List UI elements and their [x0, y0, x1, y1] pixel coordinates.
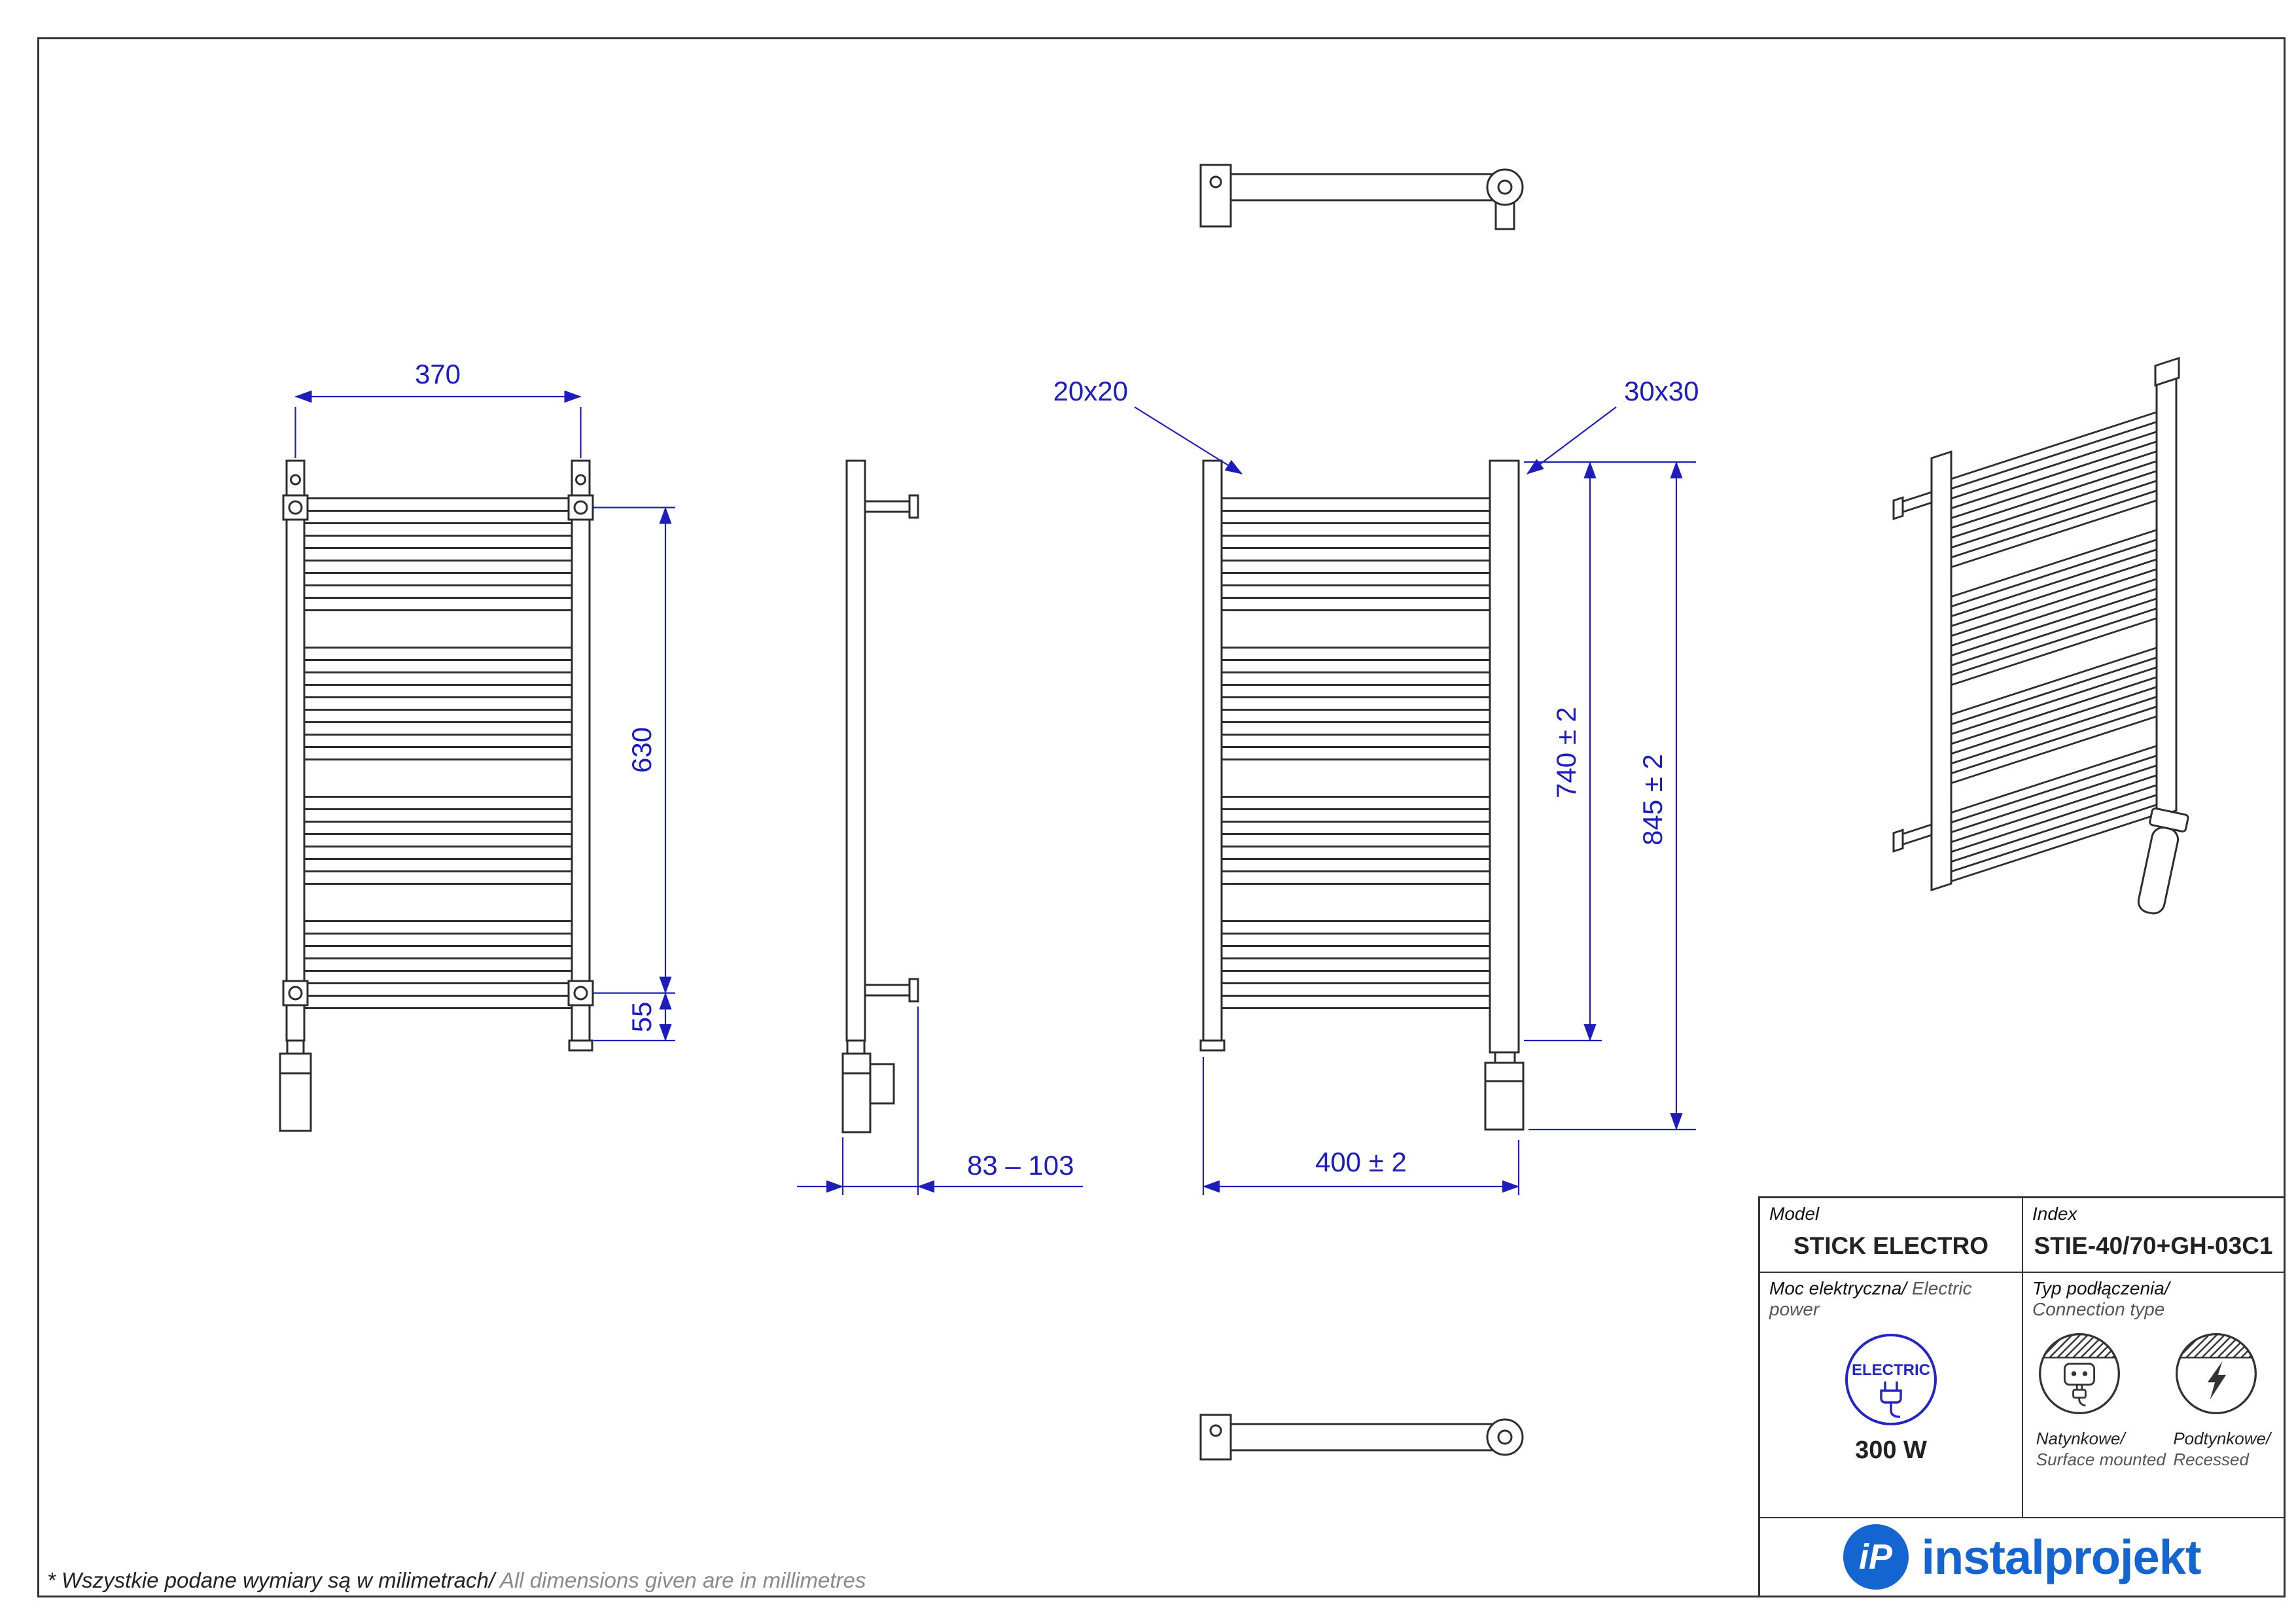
tube-foot	[568, 1039, 593, 1052]
leader-collector-profile: 30x30	[1527, 376, 1699, 474]
dim-label-wall-distance: 83 – 103	[967, 1150, 1074, 1181]
logo-monogram: iP	[1858, 1537, 1893, 1577]
dim-label-55: 55	[626, 1002, 657, 1033]
collector-tube-side	[845, 459, 866, 1042]
instalprojekt-logo-icon: iP	[1843, 1524, 1909, 1590]
tube-foot	[1199, 1039, 1226, 1052]
wall-bracket	[282, 494, 594, 1007]
side-view	[841, 459, 919, 1133]
recessed-caption-en: Recessed	[2173, 1449, 2249, 1469]
dim-total-width: 400 ± 2	[1202, 1057, 1520, 1195]
heating-element-side	[841, 1039, 895, 1133]
top-view	[1199, 164, 1524, 230]
rung-field	[1222, 497, 1490, 1009]
iso-view	[1892, 357, 2189, 915]
dim-tube-height: 740 ± 2	[1524, 461, 1696, 1042]
rail-left-3d	[1930, 450, 1952, 891]
electric-badge-text: ELECTRIC	[1852, 1361, 1930, 1379]
model-value: STICK ELECTRO	[1793, 1232, 1989, 1260]
connection-label-en: Connection type	[2032, 1299, 2165, 1320]
top-bar	[1229, 173, 1496, 202]
connection-type-cell: Typ podłączenia/ Connection type	[2023, 1273, 2284, 1517]
footnote-pl: * Wszystkie podane wymiary są w milimetr…	[47, 1568, 495, 1592]
front-view	[279, 459, 594, 1132]
title-block-head: Model STICK ELECTRO Index STIE-40/70+GH-…	[1760, 1198, 2284, 1273]
bottom-bar	[1229, 1423, 1496, 1452]
dim-label-30x30: 30x30	[1624, 376, 1699, 406]
connection-type-label: Typ podłączenia/ Connection type	[2032, 1278, 2274, 1320]
index-cell: Index STIE-40/70+GH-03C1	[2023, 1198, 2284, 1272]
surface-caption-en: Surface mounted	[2036, 1449, 2166, 1469]
bottom-view	[1199, 1414, 1524, 1461]
electric-power-label: Moc elektryczna/ Electric power	[1769, 1278, 2013, 1320]
rung-field-3d	[1951, 411, 2157, 883]
recessed-option: Podtynkowe/ Recessed	[2173, 1330, 2270, 1469]
electric-plug-icon: ELECTRIC	[1845, 1334, 1937, 1426]
drawing-frame	[37, 37, 2286, 1597]
recessed-caption: Podtynkowe/ Recessed	[2173, 1429, 2270, 1469]
leader-rung-profile: 20x20	[1053, 376, 1243, 474]
dim-bracket-span: 630 55	[593, 507, 675, 1042]
dim-total-height: 845 ± 2	[1528, 461, 1696, 1131]
vent-hole	[290, 474, 301, 486]
collector-tube-right	[1489, 459, 1520, 1054]
surface-mounted-caption: Natynkowe/ Surface mounted	[2036, 1429, 2166, 1469]
electric-power-label-en: Electric power	[1769, 1278, 1972, 1320]
surface-mounted-icon	[2038, 1333, 2120, 1415]
surface-mounted-option: Natynkowe/ Surface mounted	[2036, 1330, 2166, 1469]
power-value: 300 W	[1855, 1436, 1927, 1465]
index-value: STIE-40/70+GH-03C1	[2034, 1232, 2273, 1260]
electric-power-cell: Moc elektryczna/ Electric power ELECTRIC…	[1760, 1273, 2023, 1517]
collector-tube-left	[285, 459, 306, 1042]
collector-tube-right	[571, 459, 591, 1042]
dim-front-width: 370	[294, 359, 582, 458]
title-block: Model STICK ELECTRO Index STIE-40/70+GH-…	[1758, 1196, 2286, 1597]
connection-icons: Natynkowe/ Surface mounted	[2032, 1330, 2274, 1469]
bracket-plate	[1199, 164, 1232, 228]
wall-bracket-3d	[1892, 491, 1933, 853]
heating-element	[1484, 1051, 1525, 1131]
rung-field	[304, 497, 572, 1009]
surface-caption-pl: Natynkowe/	[2036, 1429, 2125, 1449]
footnote-en: All dimensions given are in millimetres	[499, 1568, 866, 1592]
collector-tube-left	[1202, 459, 1223, 1042]
front-view-dimensioned	[1199, 459, 1525, 1131]
electric-power-label-pl: Moc elektryczna/	[1769, 1278, 1907, 1298]
dimensions-footnote: * Wszystkie podane wymiary są w milimetr…	[47, 1568, 866, 1593]
connection-label-pl: Typ podłączenia/	[2032, 1278, 2170, 1298]
heating-element-3d	[2137, 807, 2189, 915]
dim-label-740: 740 ± 2	[1551, 707, 1581, 798]
title-block-body: Moc elektryczna/ Electric power ELECTRIC…	[1760, 1273, 2284, 1518]
rail-cap-3d	[2154, 357, 2180, 387]
index-label: Index	[2032, 1204, 2077, 1224]
model-label: Model	[1769, 1204, 1820, 1224]
dim-label-400: 400 ± 2	[1315, 1147, 1407, 1177]
recessed-icon	[2176, 1333, 2257, 1415]
wall-bracket-side	[864, 494, 919, 1003]
recessed-caption-pl: Podtynkowe/	[2173, 1429, 2271, 1449]
brand-name: instalprojekt	[1921, 1529, 2202, 1584]
dim-label-20x20: 20x20	[1053, 376, 1128, 406]
dim-label-845: 845 ± 2	[1637, 754, 1668, 846]
heating-element	[279, 1039, 312, 1132]
model-cell: Model STICK ELECTRO	[1760, 1198, 2023, 1272]
dim-wall-distance: 83 – 103	[797, 1007, 1083, 1195]
vent-hole	[575, 474, 586, 486]
bracket-plate	[1199, 1414, 1232, 1461]
rail-right-3d	[2155, 377, 2178, 819]
dim-label-370: 370	[415, 359, 461, 389]
brand-logo: iP instalprojekt	[1760, 1518, 2284, 1596]
dim-label-630: 630	[626, 727, 657, 773]
